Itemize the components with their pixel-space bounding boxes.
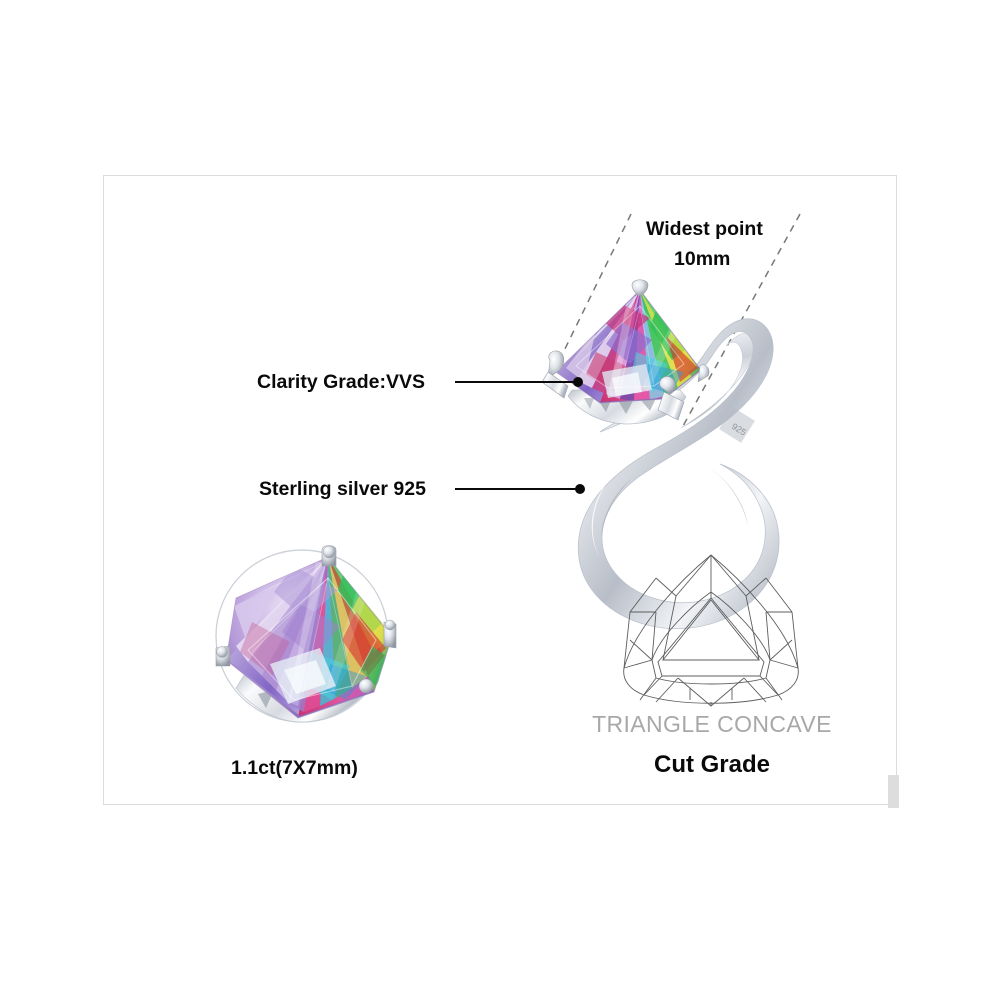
corner-artifact xyxy=(888,775,899,808)
clarity-grade-label: Clarity Grade:VVS xyxy=(257,371,425,393)
widest-point-label-line2: 10mm xyxy=(674,248,731,270)
carat-weight-label: 1.1ct(7X7mm) xyxy=(231,757,358,779)
sterling-silver-label: Sterling silver 925 xyxy=(259,478,426,500)
widest-point-label-line1: Widest point xyxy=(646,218,763,240)
cut-grade-label: Cut Grade xyxy=(653,751,770,778)
cut-name-label: TRIANGLE CONCAVE xyxy=(592,711,832,737)
